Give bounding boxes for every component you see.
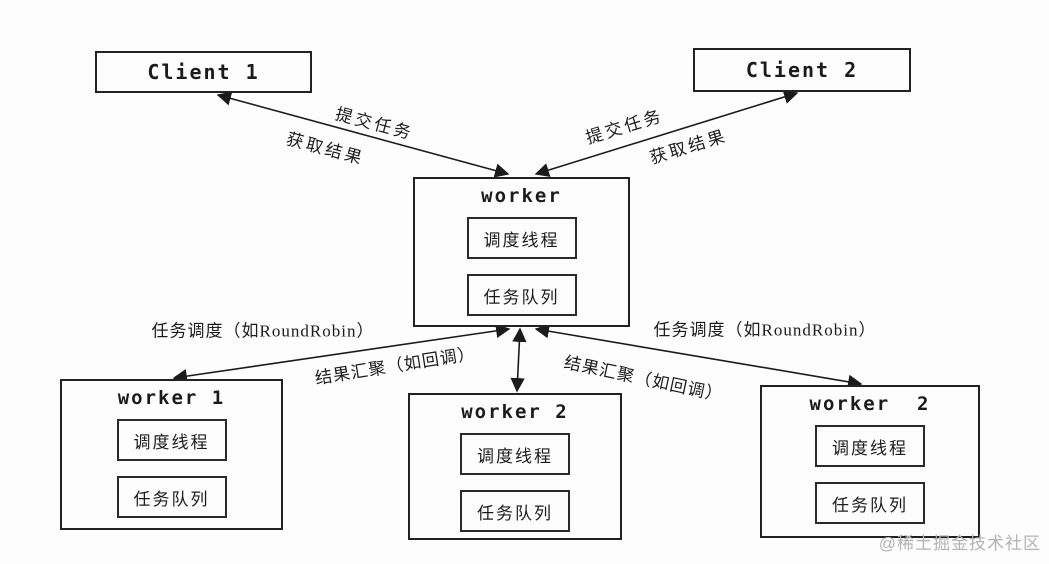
worker-3-scheduler-thread-box: 调度线程: [815, 425, 925, 467]
master-scheduler-thread-box: 调度线程: [466, 217, 577, 259]
edge-master-client1: [216, 91, 510, 178]
worker-2-scheduler-thread-box: 调度线程: [460, 433, 570, 475]
worker-3-task-queue-box: 任务队列: [815, 482, 925, 524]
task-schedule-label-right: 任务调度（如RoundRobin）: [653, 320, 877, 340]
worker-3-box: worker 2 调度线程 任务队列: [760, 385, 980, 538]
client-1-box: Client 1: [95, 51, 312, 93]
worker-3-title: worker 2: [809, 393, 931, 415]
worker-2-task-queue-box: 任务队列: [460, 490, 570, 532]
worker-1-scheduler-thread-box: 调度线程: [116, 419, 227, 461]
worker-2-box: worker 2 调度线程 任务队列: [408, 393, 622, 540]
client-2-box: Client 2: [693, 48, 911, 92]
task-schedule-label-left: 任务调度（如RoundRobin）: [151, 321, 375, 341]
master-worker-box: worker 调度线程 任务队列: [413, 177, 630, 327]
worker-2-title: worker 2: [461, 401, 569, 423]
edge-master-worker2: [510, 327, 527, 393]
worker-1-box: worker 1 调度线程 任务队列: [60, 379, 283, 530]
master-task-queue-box: 任务队列: [466, 274, 577, 316]
edge-master-client2: [534, 89, 799, 178]
watermark: @稀土掘金技术社区: [878, 534, 1041, 553]
worker-1-task-queue-box: 任务队列: [116, 476, 227, 518]
edge-master-worker1: [172, 323, 511, 384]
master-worker-title: worker: [481, 185, 562, 207]
worker-1-title: worker 1: [117, 387, 226, 409]
edge-master-worker3: [534, 324, 863, 389]
